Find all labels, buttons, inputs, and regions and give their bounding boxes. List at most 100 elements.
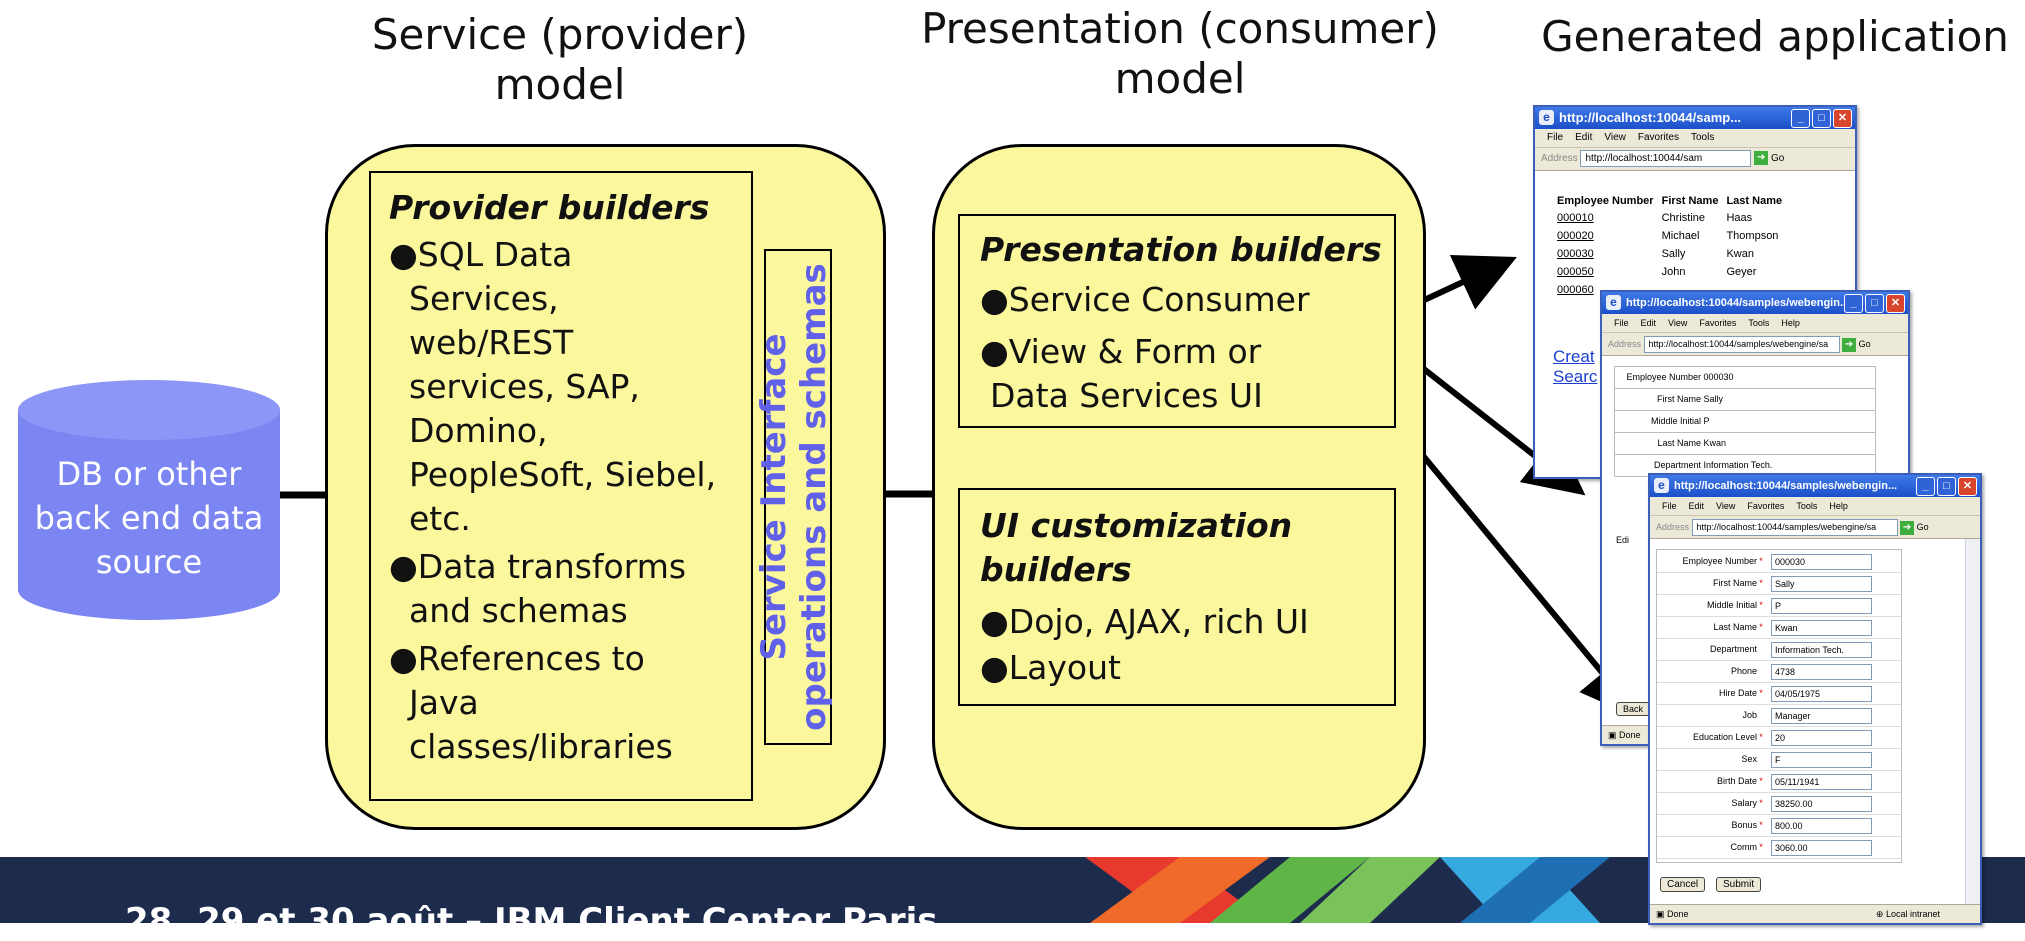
- menu-tools[interactable]: Tools: [1748, 318, 1770, 328]
- provider-item-1-line5: Domino,: [409, 411, 548, 450]
- form-input[interactable]: Information Tech.: [1771, 641, 1872, 658]
- form-label: Birth Date: [1716, 776, 1757, 786]
- form-input[interactable]: 04/05/1975: [1771, 685, 1872, 702]
- address-input[interactable]: http://localhost:10044/samples/webengine…: [1643, 336, 1840, 354]
- required-marker: *: [1759, 600, 1763, 610]
- search-link[interactable]: Searc: [1553, 367, 1598, 386]
- ui-item-1-label: Dojo, AJAX, rich UI: [1008, 602, 1309, 641]
- view-label: First Name: [1656, 394, 1701, 404]
- menu-view[interactable]: View: [1604, 132, 1626, 143]
- create-link[interactable]: Creat: [1553, 347, 1595, 366]
- generated-app-title: Generated application: [1541, 12, 2009, 61]
- cell: John: [1661, 266, 1686, 278]
- maximize-icon[interactable]: □: [1812, 109, 1831, 128]
- form-input[interactable]: F: [1771, 751, 1872, 768]
- go-icon[interactable]: ➔: [1754, 151, 1769, 166]
- form-input[interactable]: P: [1771, 597, 1872, 614]
- close-icon[interactable]: ✕: [1886, 294, 1905, 313]
- provider-item-1-line3: web/REST: [409, 323, 574, 362]
- address-input[interactable]: http://localhost:10044/sam: [1580, 149, 1752, 167]
- maximize-icon[interactable]: □: [1865, 294, 1884, 313]
- maximize-icon[interactable]: □: [1937, 477, 1956, 496]
- form-input[interactable]: 3060.00: [1771, 839, 1872, 856]
- menu-help[interactable]: Help: [1781, 318, 1800, 328]
- menu-favorites[interactable]: Favorites: [1747, 501, 1785, 511]
- cell: Haas: [1726, 212, 1753, 224]
- submit-button[interactable]: Submit: [1716, 877, 1762, 892]
- form-input[interactable]: 20: [1771, 729, 1872, 746]
- required-marker: *: [1759, 556, 1763, 566]
- menu-file[interactable]: File: [1547, 132, 1564, 143]
- provider-item-3-line2: Java: [409, 683, 479, 722]
- form-label: Hire Date: [1718, 688, 1757, 698]
- menu-edit[interactable]: Edit: [1640, 318, 1657, 328]
- menu-file[interactable]: File: [1662, 501, 1677, 511]
- form-input[interactable]: Manager: [1771, 707, 1872, 724]
- cancel-button[interactable]: Cancel: [1660, 877, 1706, 892]
- col-last-name[interactable]: Last Name: [1726, 195, 1783, 207]
- required-marker: *: [1759, 578, 1763, 588]
- row-link[interactable]: 000060: [1557, 284, 1594, 296]
- view-value: Kwan: [1703, 438, 1727, 448]
- required-marker: *: [1759, 842, 1763, 852]
- banner-decoration: [1085, 857, 1610, 923]
- table-header-row: Employee Number First Name Last Name: [1553, 193, 1786, 209]
- menu-file[interactable]: File: [1614, 318, 1629, 328]
- presentation-item-1: ●Service Consumer: [980, 278, 1310, 322]
- menu-tools[interactable]: Tools: [1690, 132, 1715, 143]
- form-input[interactable]: 4738: [1771, 663, 1872, 680]
- scrollbar[interactable]: [1965, 539, 1980, 905]
- form-input[interactable]: Sally: [1771, 575, 1872, 592]
- zone-text: Local intranet: [1885, 909, 1940, 919]
- minimize-icon[interactable]: _: [1791, 109, 1810, 128]
- go-icon[interactable]: ➔: [1900, 520, 1915, 535]
- form-row: Middle Initial*P: [1657, 594, 1901, 617]
- presentation-item-2: ●View & Form or Data Services UI: [980, 330, 1263, 418]
- close-icon[interactable]: ✕: [1833, 109, 1852, 128]
- footer-text: 28, 29 et 30 août – IBM Client Center Pa…: [125, 901, 938, 941]
- ui-item-2-label: Layout: [1008, 648, 1121, 687]
- cell: Michael: [1661, 230, 1700, 242]
- go-label[interactable]: Go: [1771, 153, 1785, 164]
- address-input[interactable]: http://localhost:10044/samples/webengine…: [1691, 519, 1898, 537]
- col-first-name[interactable]: First Name: [1661, 195, 1719, 207]
- menu-favorites[interactable]: Favorites: [1637, 132, 1679, 143]
- menu-bar: File Edit View Favorites Tools Help: [1602, 314, 1908, 333]
- form-input[interactable]: Kwan: [1771, 619, 1872, 636]
- col-employee-number[interactable]: Employee Number: [1557, 195, 1654, 207]
- form-input[interactable]: 800.00: [1771, 817, 1872, 834]
- menu-edit[interactable]: Edit: [1575, 132, 1593, 143]
- form-input[interactable]: 000030: [1771, 553, 1872, 570]
- form-label: Salary: [1731, 798, 1757, 808]
- menu-edit[interactable]: Edit: [1688, 501, 1705, 511]
- minimize-icon[interactable]: _: [1916, 477, 1935, 496]
- ui-heading-line2: builders: [980, 550, 1132, 589]
- presentation-model-title: Presentation (consumer) model: [880, 4, 1480, 104]
- go-label[interactable]: Go: [1916, 522, 1929, 532]
- menu-bar: File Edit View Favorites Tools Help: [1650, 497, 1980, 516]
- minimize-icon[interactable]: _: [1844, 294, 1863, 313]
- close-icon[interactable]: ✕: [1958, 477, 1977, 496]
- view-row: Last Name Kwan: [1614, 433, 1876, 455]
- required-marker: *: [1759, 820, 1763, 830]
- menu-help[interactable]: Help: [1829, 501, 1848, 511]
- row-link[interactable]: 000050: [1557, 266, 1594, 278]
- row-link[interactable]: 000020: [1557, 230, 1594, 242]
- menu-favorites[interactable]: Favorites: [1699, 318, 1737, 328]
- provider-item-1-line6: PeopleSoft, Siebel,: [409, 455, 717, 494]
- go-icon[interactable]: ➔: [1842, 337, 1857, 352]
- back-button[interactable]: Back: [1616, 702, 1651, 716]
- row-link[interactable]: 000030: [1557, 248, 1594, 260]
- row-link[interactable]: 000010: [1557, 212, 1594, 224]
- datasource-line3: source: [95, 543, 203, 581]
- ui-heading-line1: UI customization: [980, 506, 1293, 545]
- address-label: Address: [1541, 153, 1578, 164]
- menu-view[interactable]: View: [1668, 318, 1688, 328]
- form-input[interactable]: 38250.00: [1771, 795, 1872, 812]
- menu-view[interactable]: View: [1716, 501, 1736, 511]
- menu-tools[interactable]: Tools: [1796, 501, 1818, 511]
- go-label[interactable]: Go: [1858, 339, 1871, 349]
- form-input[interactable]: 05/11/1941: [1771, 773, 1872, 790]
